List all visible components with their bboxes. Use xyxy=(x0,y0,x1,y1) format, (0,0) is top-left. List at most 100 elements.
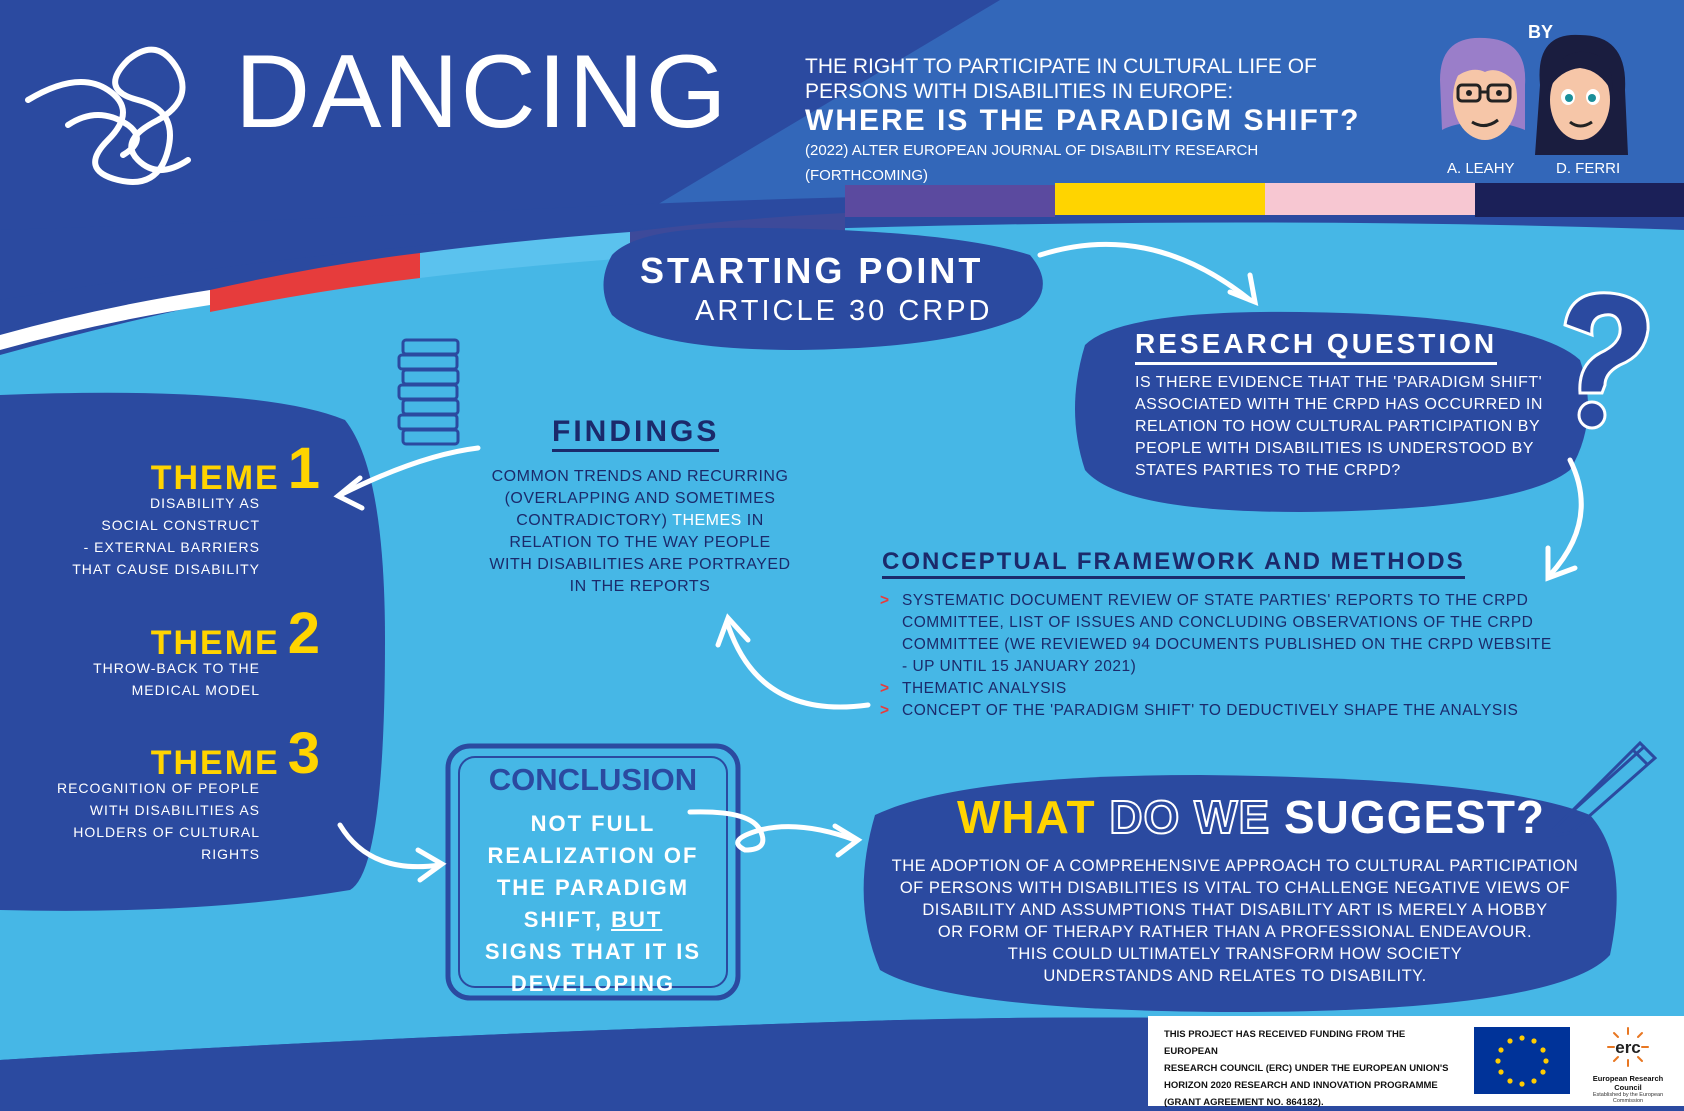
theme-desc-line: DISABILITY AS xyxy=(149,495,260,511)
theme-description: RECOGNITION OF PEOPLE WITH DISABILITIES … xyxy=(30,777,320,865)
theme-desc-line: MEDICAL MODEL xyxy=(131,682,260,698)
suggest-word-what: WHAT xyxy=(957,791,1096,843)
paper-subtitle: THE RIGHT TO PARTICIPATE IN CULTURAL LIF… xyxy=(805,54,1365,188)
theme-description: THROW-BACK TO THE MEDICAL MODEL xyxy=(30,657,320,701)
eu-flag-icon xyxy=(1474,1027,1570,1094)
rq-line: IS THERE EVIDENCE THAT THE 'PARADIGM SHI… xyxy=(1135,374,1543,391)
theme-desc-line: THAT CAUSE DISABILITY xyxy=(72,561,260,577)
author1-name: A. LEAHY xyxy=(1447,160,1515,177)
funding-line: HORIZON 2020 RESEARCH AND INNOVATION PRO… xyxy=(1164,1080,1438,1091)
bullet-arrow-icon: > xyxy=(880,702,890,719)
bullet-arrow-icon: > xyxy=(880,680,890,697)
conclusion-heading: CONCLUSION xyxy=(488,762,698,797)
theme-number: 2 xyxy=(287,601,320,666)
theme-desc-line: RECOGNITION OF PEOPLE xyxy=(56,780,260,796)
findings-line: COMMON TRENDS AND RECURRING xyxy=(491,468,789,485)
erc-logo-text: erc xyxy=(1615,1038,1641,1057)
funding-line: (GRANT AGREEMENT NO. 864182). xyxy=(1164,1097,1324,1108)
theme-desc-line: - EXTERNAL BARRIERS xyxy=(83,539,260,555)
methods-line: - UP UNTIL 15 JANUARY 2021) xyxy=(902,658,1137,675)
research-question-text: IS THERE EVIDENCE THAT THE 'PARADIGM SHI… xyxy=(1135,372,1585,482)
methods-line: CONCEPT OF THE 'PARADIGM SHIFT' TO DEDUC… xyxy=(902,702,1519,719)
poster-title: DANCING xyxy=(235,34,729,150)
suggest-line: UNDERSTANDS AND RELATES TO DISABILITY. xyxy=(1043,967,1427,985)
research-question-heading: RESEARCH QUESTION xyxy=(1135,328,1498,365)
pencil-icon xyxy=(1547,740,1658,838)
theme-3: THEME 3 RECOGNITION OF PEOPLE WITH DISAB… xyxy=(30,725,320,865)
theme-desc-line: WITH DISABILITIES AS xyxy=(89,802,260,818)
methods-list: > SYSTEMATIC DOCUMENT REVIEW OF STATE PA… xyxy=(880,590,1600,722)
methods-item: > SYSTEMATIC DOCUMENT REVIEW OF STATE PA… xyxy=(880,590,1600,678)
theme-1: THEME 1 DISABILITY AS SOCIAL CONSTRUCT -… xyxy=(30,440,320,580)
by-label: BY xyxy=(1528,22,1554,42)
findings-themes-highlight: THEMES xyxy=(672,512,742,529)
starting-point-heading: STARTING POINT xyxy=(640,250,984,291)
suggest-line: OR FORM OF THERAPY RATHER THAN A PROFESS… xyxy=(937,923,1533,941)
findings-line: WITH DISABILITIES ARE PORTRAYED xyxy=(489,556,791,573)
suggest-line: THE ADOPTION OF A COMPREHENSIVE APPROACH… xyxy=(891,857,1579,875)
findings-text-part: CONTRADICTORY) xyxy=(516,512,668,529)
suggest-heading: WHAT DO WE SUGGEST? xyxy=(957,790,1545,844)
author2-name: D. FERRI xyxy=(1556,160,1621,177)
conclusion-line: DEVELOPING xyxy=(510,971,676,996)
suggest-line: DISABILITY AND ASSUMPTIONS THAT DISABILI… xyxy=(922,901,1548,919)
findings-heading: FINDINGS xyxy=(552,415,720,452)
question-mark-icon xyxy=(1563,291,1650,430)
theme-number: 1 xyxy=(287,436,320,501)
methods-line: SYSTEMATIC DOCUMENT REVIEW OF STATE PART… xyxy=(902,592,1529,609)
findings-line: (OVERLAPPING AND SOMETIMES xyxy=(504,490,776,507)
methods-line: THEMATIC ANALYSIS xyxy=(902,680,1067,697)
theme-desc-line: HOLDERS OF CULTURAL xyxy=(73,824,260,840)
citation: (2022) ALTER EUROPEAN JOURNAL OF DISABIL… xyxy=(805,142,1259,184)
author1-avatar xyxy=(1440,37,1526,140)
erc-caption: European Research Council xyxy=(1592,1074,1664,1092)
conclusion-text-part: SHIFT, xyxy=(523,907,603,932)
conclusion-line: THE PARADIGM xyxy=(496,875,690,900)
conclusion-line: REALIZATION OF xyxy=(487,843,699,868)
rq-line: PEOPLE WITH DISABILITIES IS UNDERSTOOD B… xyxy=(1135,440,1534,457)
bullet-arrow-icon: > xyxy=(880,592,890,609)
starting-point-article: ARTICLE 30 CRPD xyxy=(695,295,993,327)
conclusion-but-underlined: BUT xyxy=(611,907,663,932)
erc-logo: erc European Research Council Establishe… xyxy=(1578,1024,1678,1104)
theme-desc-line: SOCIAL CONSTRUCT xyxy=(101,517,260,533)
theme-label: THEME xyxy=(150,624,280,662)
erc-subcaption: Established by the European Commission xyxy=(1592,1092,1664,1104)
theme-2: THEME 2 THROW-BACK TO THE MEDICAL MODEL xyxy=(30,605,320,701)
theme-number: 3 xyxy=(287,721,320,786)
author-portraits xyxy=(1440,34,1628,156)
methods-heading: CONCEPTUAL FRAMEWORK AND METHODS xyxy=(882,548,1465,579)
funding-line: RESEARCH COUNCIL (ERC) UNDER THE EUROPEA… xyxy=(1164,1063,1449,1074)
author2-avatar xyxy=(1535,34,1628,156)
funding-line: THIS PROJECT HAS RECEIVED FUNDING FROM T… xyxy=(1164,1029,1406,1057)
findings-text: COMMON TRENDS AND RECURRING (OVERLAPPING… xyxy=(470,466,810,598)
findings-line: IN THE REPORTS xyxy=(569,578,711,595)
erc-burst-icon xyxy=(1607,1027,1649,1067)
rq-line: ASSOCIATED WITH THE CRPD HAS OCCURRED IN xyxy=(1135,396,1543,413)
theme-desc-line: RIGHTS xyxy=(201,846,260,862)
subtitle-question: WHERE IS THE PARADIGM SHIFT? xyxy=(805,104,1361,137)
rq-line: STATES PARTIES TO THE CRPD? xyxy=(1135,462,1401,479)
methods-item: > THEMATIC ANALYSIS xyxy=(880,678,1600,700)
funding-statement: THIS PROJECT HAS RECEIVED FUNDING FROM T… xyxy=(1164,1026,1454,1111)
conclusion-line: NOT FULL xyxy=(530,811,656,836)
theme-label: THEME xyxy=(150,459,280,497)
suggest-line: THIS COULD ULTIMATELY TRANSFORM HOW SOCI… xyxy=(1007,945,1463,963)
dance-swirl-icon xyxy=(25,46,191,185)
suggest-word-suggest: SUGGEST? xyxy=(1284,791,1546,843)
findings-text-part: IN xyxy=(746,512,764,529)
methods-line: COMMITTEE (WE REVIEWED 94 DOCUMENTS PUBL… xyxy=(902,636,1552,653)
theme-label: THEME xyxy=(150,744,280,782)
findings-line: CONTRADICTORY) THEMES IN xyxy=(470,510,810,532)
subtitle-line: PERSONS WITH DISABILITIES IN EUROPE: xyxy=(805,80,1234,103)
subtitle-line: THE RIGHT TO PARTICIPATE IN CULTURAL LIF… xyxy=(805,55,1317,78)
findings-line: RELATION TO THE WAY PEOPLE xyxy=(509,534,771,551)
suggest-text: THE ADOPTION OF A COMPREHENSIVE APPROACH… xyxy=(880,855,1590,987)
suggest-word-do-we: DO WE xyxy=(1108,790,1271,844)
theme-desc-line: THROW-BACK TO THE xyxy=(93,660,260,676)
rq-line: RELATION TO HOW CULTURAL PARTICIPATION B… xyxy=(1135,418,1541,435)
funding-footer xyxy=(1148,1016,1684,1106)
book-stack-icon xyxy=(397,338,460,446)
conclusion-line: SIGNS THAT IT IS xyxy=(484,939,702,964)
conclusion-line: SHIFT, BUT xyxy=(448,904,738,936)
